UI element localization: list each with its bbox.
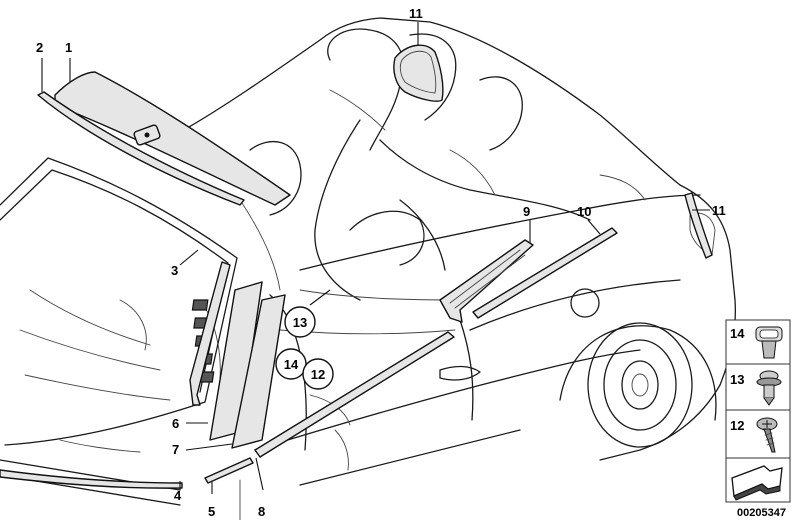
part-1-clip <box>133 124 161 146</box>
image-id: 00205347 <box>737 507 786 519</box>
callout-1: 1 <box>65 40 72 55</box>
expanding-clip-icon <box>755 326 783 359</box>
callout-5: 5 <box>208 504 215 519</box>
part-4-windshield-lower-seal <box>0 469 183 489</box>
callouts: 2 1 3 4 5 6 7 8 9 10 11 11 <box>36 6 726 519</box>
part-10-door-seal <box>472 227 618 319</box>
circle-13 <box>284 306 316 338</box>
callout-11-right: 11 <box>712 203 726 218</box>
windshield-seal <box>0 157 238 506</box>
callout-7: 7 <box>172 442 179 457</box>
leader-lines <box>41 22 710 494</box>
part-8-sill-seal <box>254 331 455 458</box>
screw-icon <box>756 417 778 453</box>
part-11-quarter-seal-right <box>684 192 713 259</box>
callout-4: 4 <box>174 488 182 503</box>
legend-box-13 <box>725 363 791 411</box>
callout-11-top: 11 <box>409 6 423 21</box>
legend-box-12 <box>725 409 791 459</box>
part-3-pillar-seal <box>189 261 231 406</box>
direction-arrow-icon <box>731 465 783 501</box>
circled-callout-12: 12 <box>311 367 325 382</box>
part-9-detail <box>449 249 526 309</box>
circled-callout-14: 14 <box>284 357 299 372</box>
part-5-lower-strip <box>204 457 254 484</box>
callout-8: 8 <box>258 504 265 519</box>
legend-number-12: 12 <box>730 418 744 433</box>
circled-callouts: 13 14 12 <box>275 289 334 390</box>
callout-6: 6 <box>172 416 179 431</box>
circle-12 <box>302 358 334 390</box>
part-2-seal-strip <box>37 91 245 206</box>
part-11-window-seal-inner <box>399 50 437 94</box>
callout-10: 10 <box>577 204 591 219</box>
circled-callout-13: 13 <box>293 315 307 330</box>
callout-9: 9 <box>523 204 530 219</box>
fastener-legend: 14 13 12 00205347 <box>725 319 791 519</box>
legend-number-13: 13 <box>730 372 744 387</box>
part-11-window-seal-top <box>393 44 444 102</box>
callout-2: 2 <box>36 40 43 55</box>
callout-3: 3 <box>171 263 178 278</box>
legend-number-14: 14 <box>730 326 745 341</box>
part-7-pillar-cover <box>231 294 286 449</box>
part-1-header-trim <box>54 71 291 206</box>
rivet-clip-icon <box>756 370 782 406</box>
